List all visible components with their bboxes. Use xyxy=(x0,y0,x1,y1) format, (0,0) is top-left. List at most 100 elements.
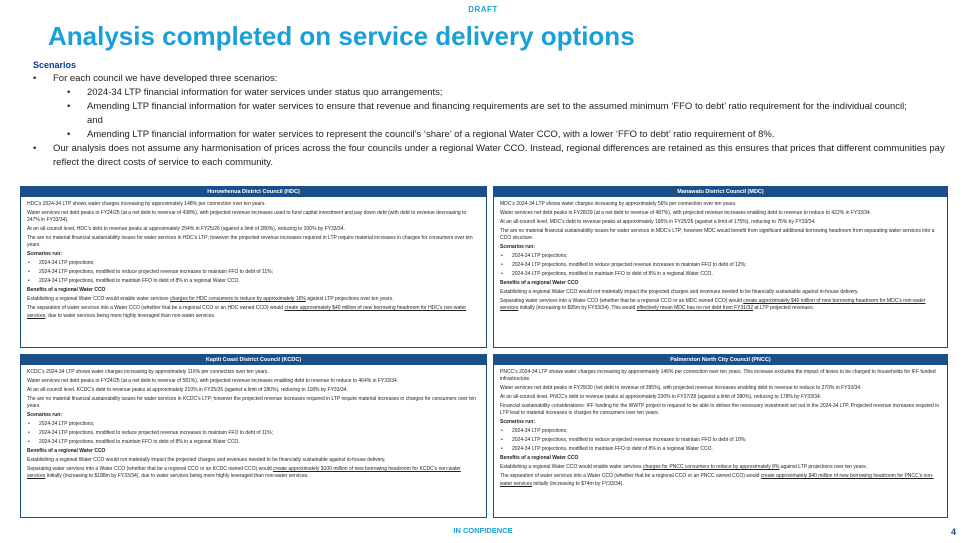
list-item: • 2024-34 LTP projections; xyxy=(500,428,941,435)
list-item: • 2024-34 LTP projections; xyxy=(27,421,480,428)
list-item-text: 2024-34 LTP projections; xyxy=(512,253,568,260)
list-item-text: 2024-34 LTP projections, modified to red… xyxy=(512,437,747,444)
bullet-icon: • xyxy=(28,421,30,428)
benefits-heading: Benefits of a regional Water CCO xyxy=(27,287,106,294)
panel-text: At an all-council level, HDC’s debt to r… xyxy=(27,226,345,233)
confidentiality-label: IN CONFIDENCE xyxy=(453,526,513,535)
panel-title: Manawatu District Council (MDC) xyxy=(494,187,947,197)
panel-title: Horowhenua District Council (HDC) xyxy=(21,187,486,197)
underlined-text: charges for PNCC consumers to reduce by … xyxy=(642,464,780,471)
bullet-icon: • xyxy=(33,73,37,84)
bullet-icon: • xyxy=(28,269,30,276)
underlined-text: create approximately $40 million of new … xyxy=(27,305,467,319)
list-item-text: 2024-34 LTP projections, modified to mai… xyxy=(39,278,240,285)
kcdc-panel: Kapiti Coast District Council (KCDC) KCD… xyxy=(20,354,487,518)
bullet-icon: • xyxy=(28,439,30,446)
scenarios-heading: Scenarios xyxy=(33,60,77,70)
bullet-item: • For each council we have developed thre… xyxy=(33,72,953,86)
bullet-text: For each council we have developed three… xyxy=(53,73,278,84)
list-item: •2024-34 LTP projections, modified to ma… xyxy=(27,439,480,446)
bullet-icon: • xyxy=(501,437,503,444)
scenarios-run-heading: Scenarios run: xyxy=(500,419,536,426)
panel-title: Kapiti Coast District Council (KCDC) xyxy=(21,355,486,365)
sub-bullet-item: • Amending LTP financial information for … xyxy=(33,100,953,128)
list-item: •2024-34 LTP projections; xyxy=(500,253,941,260)
bullet-text: Our analysis does not assume any harmoni… xyxy=(53,143,945,168)
bullet-icon: • xyxy=(33,143,37,154)
list-item-text: 2024-34 LTP projections, modified to red… xyxy=(39,430,274,437)
panel-text: The separation of water services into a … xyxy=(27,305,480,319)
text-span: Separating water services into a Water C… xyxy=(500,298,744,305)
text-span: The separation of water services into a … xyxy=(500,473,761,480)
list-item: • 2024-34 LTP projections, modified to re… xyxy=(27,269,480,276)
list-item-text: 2024-34 LTP projections; xyxy=(512,428,568,435)
panel-text: Separating water services into a Water C… xyxy=(500,298,941,312)
sub-bullet-item: • Amending LTP financial information for … xyxy=(33,128,953,142)
bullet-icon: • xyxy=(67,101,71,112)
underlined-text: effectively mean MDC has no net debt fro… xyxy=(636,305,753,312)
list-item: •2024-34 LTP projections, modified to re… xyxy=(500,262,941,269)
list-item-text: 2024-34 LTP projections, modified to mai… xyxy=(512,446,713,453)
text-span: initially (increasing to $74m by FY33/34… xyxy=(531,480,624,487)
panel-text: Establishing a regional Water CCO would … xyxy=(27,457,386,464)
pncc-panel: Palmerston North City Council (PNCC) PNC… xyxy=(493,354,948,518)
page-title: Analysis completed on service delivery o… xyxy=(48,21,635,51)
list-item: • 2024-34 LTP projections, modified to ma… xyxy=(500,271,941,278)
panel-text: Separating water services into a Water C… xyxy=(27,466,480,480)
panel-text: Establishing a regional Water CCO would … xyxy=(500,289,859,296)
list-item: • 2024-34 LTP projections, modified to ma… xyxy=(500,446,941,453)
panel-text: Financial sustainability considerations:… xyxy=(500,403,940,417)
panel-text: Water services net debt peaks in FY29/30… xyxy=(500,385,862,392)
scenarios-list: • For each council we have developed thre… xyxy=(33,72,953,170)
bullet-icon: • xyxy=(501,271,503,278)
panel-text: Water services net debt peaks in FY24/25… xyxy=(27,210,467,224)
panel-text: Establishing a regional Water CCO would … xyxy=(27,296,480,303)
underlined-text: create approximately $100 million of new… xyxy=(27,466,461,480)
panel-text: PNCC’s 2024-34 LTP shows water charges i… xyxy=(500,369,936,383)
bullet-icon: • xyxy=(67,87,71,98)
benefits-heading: Benefits of a regional Water CCO xyxy=(500,455,579,462)
sub-bullet-item: •2024-34 LTP financial information for w… xyxy=(33,86,953,100)
bullet-icon: • xyxy=(501,262,503,269)
list-item: •2024-34 LTP projections, modified to re… xyxy=(27,430,480,437)
bullet-text: Amending LTP financial information for w… xyxy=(87,101,907,112)
list-item: •2024-34 LTP projections; xyxy=(27,260,480,267)
list-item: • 2024-34 LTP projections, modified to ma… xyxy=(27,278,480,285)
scenarios-run-heading: Scenarios run: xyxy=(27,251,63,258)
text-span: initially (increasing to $188m by FY33/3… xyxy=(45,473,309,480)
panel-text: Water services net debt peaks in FY28/29… xyxy=(500,210,872,216)
panel-text: At an all-council level, KCDC’s debt to … xyxy=(27,387,348,393)
bullet-icon: • xyxy=(67,129,71,140)
bullet-icon: • xyxy=(501,446,503,453)
panel-title: Palmerston North City Council (PNCC) xyxy=(494,355,947,365)
hdc-panel: Horowhenua District Council (HDC) HDC’s … xyxy=(20,186,487,348)
list-item-text: 2024-34 LTP projections; xyxy=(39,421,95,428)
panel-text: The are no material financial sustainabi… xyxy=(27,235,473,249)
list-item: • 2024-34 LTP projections, modified to re… xyxy=(500,437,941,444)
bullet-text: and xyxy=(87,115,103,126)
list-item-text: 2024-34 LTP projections, modified to mai… xyxy=(512,271,713,278)
benefits-heading: Benefits of a regional Water CCO xyxy=(500,280,579,287)
text-span: , due to water services being more highl… xyxy=(45,312,216,319)
text-span: Establishing a regional Water CCO would … xyxy=(500,464,643,471)
underlined-text: create approximately $40 million of new … xyxy=(500,298,926,312)
bullet-icon: • xyxy=(28,260,30,267)
text-span: against LTP projections over ten years. xyxy=(779,464,868,471)
list-item-text: 2024-34 LTP projections, modified to red… xyxy=(39,269,274,276)
text-span: at LTP projected revenues. xyxy=(753,305,814,312)
panel-text: At an all-council level, MDC’s debt to r… xyxy=(500,219,816,225)
panel-text: HDC’s 2024-34 LTP shows water charges in… xyxy=(27,201,266,207)
text-span: Establishing a regional Water CCO would … xyxy=(27,296,170,303)
underlined-text: create approximately $40 million of new … xyxy=(500,473,934,487)
bullet-icon: • xyxy=(501,428,503,435)
benefits-heading: Benefits of a regional Water CCO xyxy=(27,448,106,455)
panel-text: Water services net debt peaks in FY24/25… xyxy=(27,378,399,384)
panel-text: The separation of water services into a … xyxy=(500,473,941,487)
bullet-icon: • xyxy=(28,278,30,285)
panel-text: At an all-council level, PNCC’s debt to … xyxy=(500,394,822,401)
underlined-text: charges for HDC consumers to reduce by a… xyxy=(169,296,306,303)
panel-text: MDC’s 2024-34 LTP shows water charges in… xyxy=(500,201,737,207)
panel-text: The are no material financial sustainabi… xyxy=(27,396,477,410)
panel-text: Establishing a regional Water CCO would … xyxy=(500,464,941,471)
bullet-text: Amending LTP financial information for w… xyxy=(87,129,775,140)
